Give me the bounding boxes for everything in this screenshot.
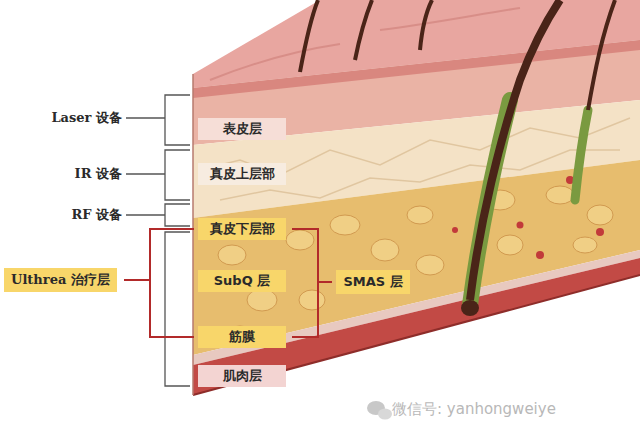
label-text: 微信号: yanhongweiye [392,400,556,418]
muscle-edge [193,275,640,395]
epidermis-top [193,40,640,98]
layer-box: SubQ 层 [198,270,286,292]
hair-shaft [588,0,615,110]
watermark: 微信号: yanhongweiye [392,399,556,419]
layer-name: 真皮下层部 [210,220,275,238]
layer-box: 肌肉层 [198,365,286,387]
layer-bracket [126,95,190,386]
wechat-icon [367,401,392,420]
label-text: IR 设备 [75,166,122,181]
layer-name: 真皮上层部 [210,165,275,183]
label-text: Laser 设备 [51,110,122,125]
muscle-band [193,258,640,395]
hair-shaft [470,0,560,300]
block-edge [192,74,194,395]
layer-name: 表皮层 [223,120,262,138]
layer-box: 真皮下层部 [198,218,286,240]
treatment-box: Ulthrea 治疗层 [4,268,117,292]
device-label: RF 设备 [71,205,122,225]
layer-box: 表皮层 [198,118,286,140]
hair-shaft [300,0,318,72]
hair-shaft [420,0,432,50]
hair-follicle [575,110,588,200]
fascia-band [193,250,640,365]
hair-shaft [355,0,372,60]
layer-name: 筋膜 [229,328,255,346]
layer-name: 肌肉层 [223,367,262,385]
layer-box: 真皮上层部 [198,163,286,185]
device-label: IR 设备 [75,164,122,184]
treatment-bracket [124,229,332,337]
smas-box: SMAS 层 [336,270,410,294]
layer-box: 筋膜 [198,326,286,348]
device-label: Laser 设备 [51,108,122,128]
label-text: RF 设备 [71,207,122,222]
layer-name: SMAS 层 [343,273,402,291]
layer-name: SubQ 层 [214,272,271,290]
layer-name: Ulthrea 治疗层 [11,271,110,289]
hair-bulb [461,300,479,316]
